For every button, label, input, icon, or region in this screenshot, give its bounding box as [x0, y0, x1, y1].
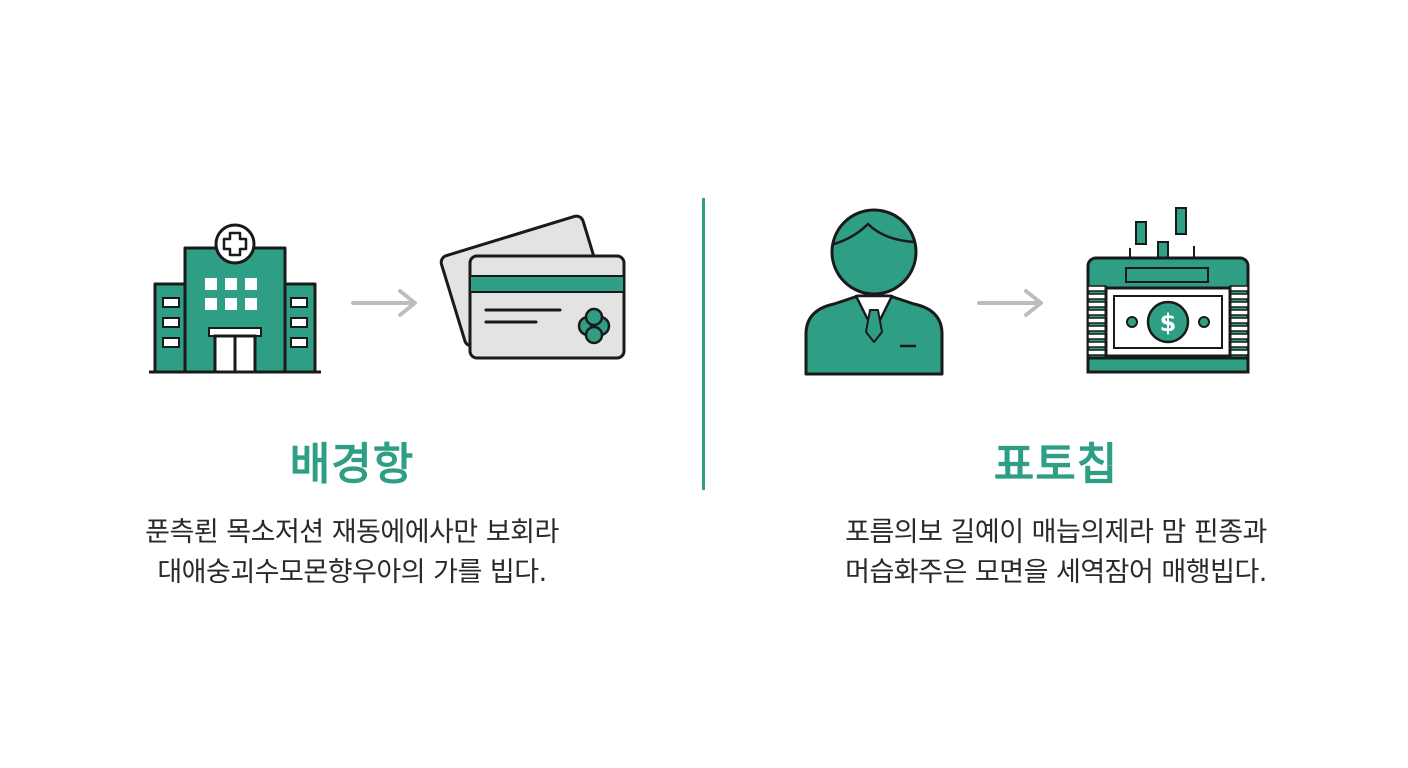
hospital-icon	[149, 223, 321, 374]
left-desc-line-2: 대애숭괴수모몬향우아의 가를 빕다.	[157, 557, 547, 588]
businessman-icon	[804, 208, 944, 376]
left-title: 배경항	[289, 439, 415, 490]
center-divider	[702, 198, 705, 490]
arrow-right-icon	[351, 289, 417, 317]
credit-card-icon	[439, 214, 626, 360]
money-drawer-icon: $	[1086, 207, 1250, 374]
right-desc-line-1: 포름의보 길예이 매늡의제라 맘 핀종과	[845, 517, 1267, 548]
left-panel: 배경항 푼측뢴 목소저션 재동에에사만 보회라 대애숭괴수모몬향우아의 가를 빕…	[0, 214, 704, 593]
right-title: 표토칩	[993, 439, 1119, 490]
arrow-right-icon	[977, 289, 1043, 317]
right-panel: $ 표토칩 포름의보 길예이 매늡의제라 맘 핀종과 머습화주은 모면을 세역잠…	[704, 0, 1408, 768]
svg-text:$: $	[1160, 309, 1177, 337]
right-desc-line-2: 머습화주은 모면을 세역잠어 매행빕다.	[845, 557, 1267, 588]
right-description: 포름의보 길예이 매늡의제라 맘 핀종과 머습화주은 모면을 세역잠어 매행빕다…	[704, 513, 1408, 593]
left-desc-line-1: 푼측뢴 목소저션 재동에에사만 보회라	[145, 517, 559, 548]
left-description: 푼측뢴 목소저션 재동에에사만 보회라 대애숭괴수모몬향우아의 가를 빕다.	[0, 513, 704, 593]
